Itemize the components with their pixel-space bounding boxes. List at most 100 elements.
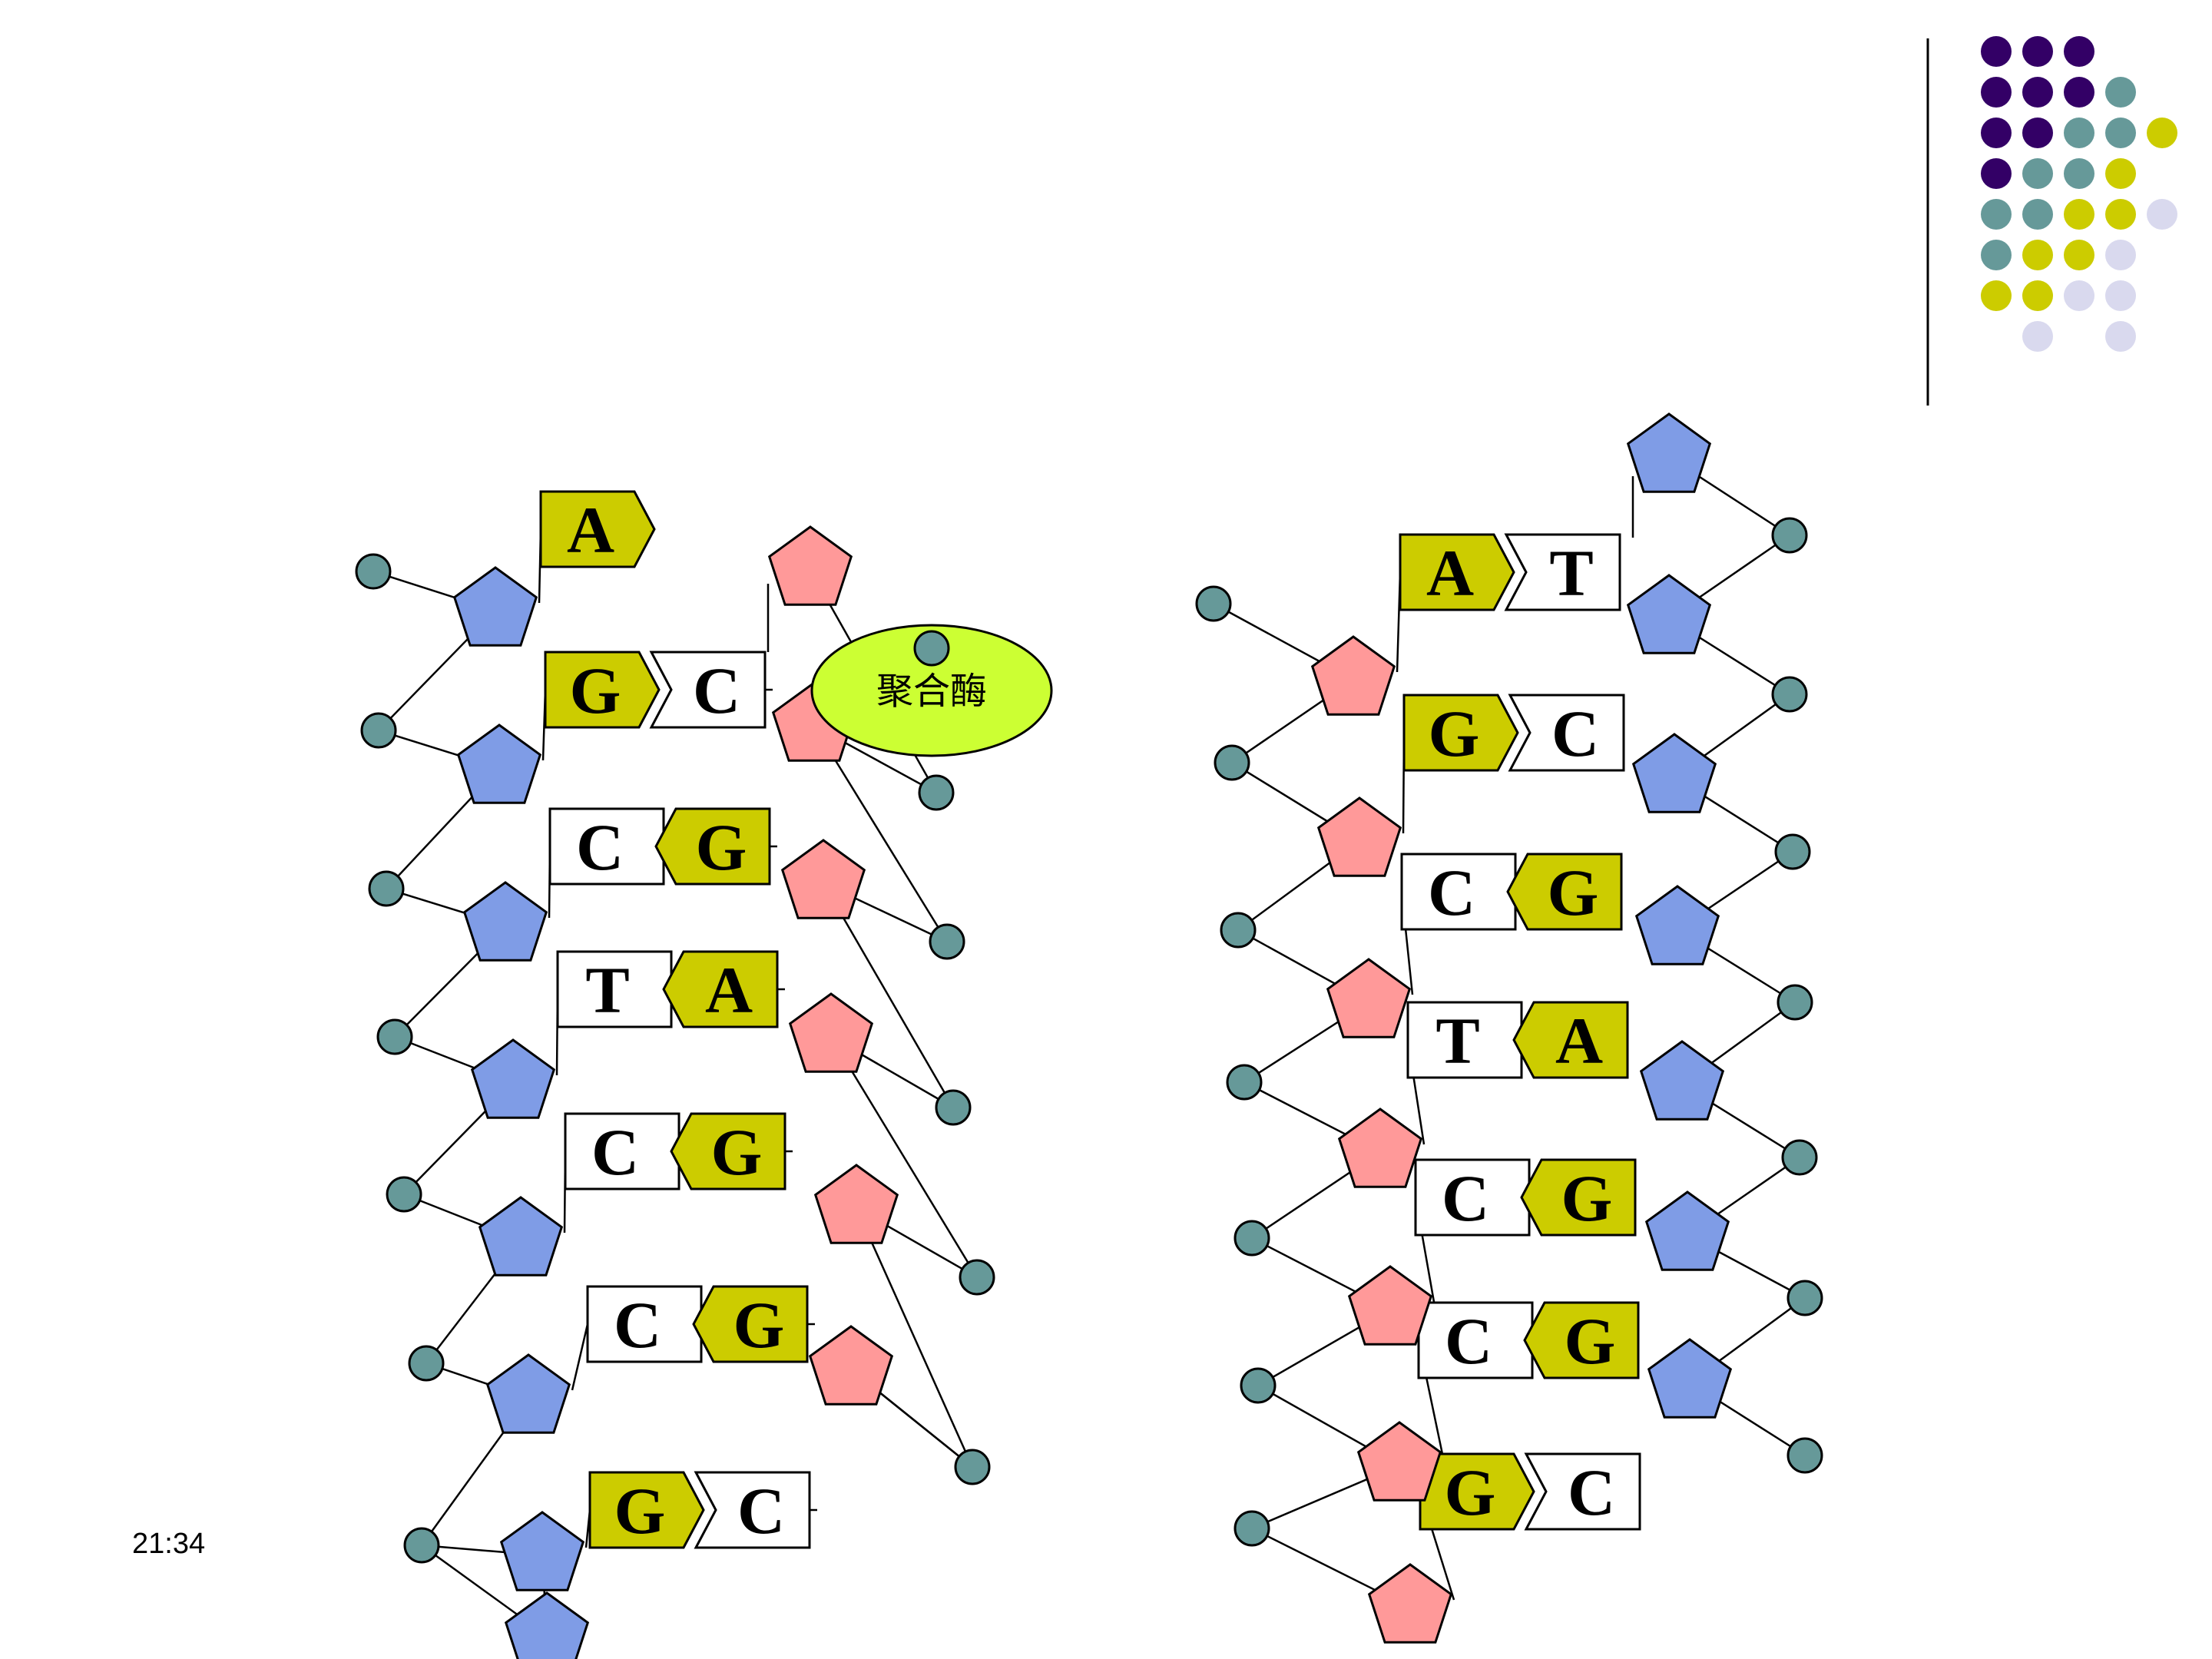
base-shape — [1524, 1452, 1641, 1531]
base-left-c: C — [1414, 1158, 1531, 1237]
base-right-c: C — [694, 1471, 811, 1549]
decorative-dot — [2022, 77, 2053, 108]
decorative-dot — [2105, 240, 2136, 270]
deoxyribose-sugar — [1347, 1265, 1433, 1346]
deoxyribose-sugar — [1356, 1421, 1442, 1502]
base-left-c: C — [1400, 853, 1517, 931]
deoxyribose-sugar — [1316, 796, 1402, 877]
phosphate-circle — [913, 630, 950, 667]
decorative-dot — [2064, 158, 2094, 189]
base-shape — [1402, 694, 1519, 772]
deoxyribose-sugar — [1634, 885, 1720, 965]
decorative-dot — [2022, 118, 2053, 148]
base-shape — [586, 1285, 703, 1363]
decorative-dot — [1981, 158, 2012, 189]
polymerase-ellipse — [810, 624, 1053, 757]
base-right-a: A — [1512, 1001, 1629, 1079]
deoxyribose-sugar — [1644, 1190, 1730, 1271]
decorative-dot — [2105, 321, 2136, 352]
phosphate-circle — [1777, 984, 1813, 1021]
base-shape — [588, 1471, 705, 1549]
phosphate-circle — [1233, 1220, 1270, 1257]
base-shape — [1512, 1001, 1629, 1079]
phosphate-circle — [1786, 1437, 1823, 1474]
decorative-dot — [1981, 118, 2012, 148]
base-right-g: G — [1523, 1301, 1640, 1379]
decorative-dot — [2105, 118, 2136, 148]
slide-timestamp: 21:34 — [132, 1528, 205, 1560]
phosphate-circle — [1240, 1367, 1277, 1404]
deoxyribose-sugar — [1626, 412, 1712, 493]
phosphate-circle — [403, 1527, 440, 1564]
deoxyribose-sugar — [504, 1591, 590, 1659]
base-shape — [649, 651, 767, 729]
base-letter: A — [567, 493, 614, 567]
phosphate-circle — [918, 774, 955, 811]
phosphate-circle — [360, 712, 397, 749]
phosphate-circle — [1195, 585, 1232, 622]
base-left-c: C — [1417, 1301, 1534, 1379]
deoxyribose-sugar — [808, 1325, 894, 1406]
base-shape — [694, 1471, 811, 1549]
phosphate-circle — [1220, 912, 1257, 949]
phosphate-circle — [376, 1018, 413, 1055]
base-right-c: C — [1508, 694, 1625, 772]
base-shape — [662, 950, 779, 1028]
base-letter: G — [1445, 1455, 1496, 1529]
base-shape — [556, 950, 673, 1028]
deoxyribose-sugar — [788, 992, 874, 1073]
base-letter: C — [614, 1288, 661, 1362]
base-letter: G — [1548, 856, 1599, 929]
base-letter: C — [1568, 1455, 1615, 1529]
base-left-c: C — [586, 1285, 703, 1363]
deoxyribose-sugar — [1639, 1040, 1725, 1121]
base-letter: G — [696, 810, 747, 884]
decorative-dot — [2022, 158, 2053, 189]
decorative-dot — [2022, 280, 2053, 311]
phosphate-circle — [1786, 1280, 1823, 1316]
base-shape — [1506, 853, 1623, 931]
phosphate-circle — [368, 870, 405, 907]
base-left-g: G — [588, 1471, 705, 1549]
base-letter: C — [737, 1474, 785, 1548]
base-letter: T — [1549, 536, 1593, 610]
base-shape — [1504, 533, 1621, 611]
deoxyribose-sugar — [813, 1164, 899, 1244]
base-left-c: C — [564, 1112, 680, 1190]
base-shape — [1520, 1158, 1637, 1237]
decorative-dot — [2064, 77, 2094, 108]
base-letter: G — [1565, 1304, 1616, 1378]
deoxyribose-sugar — [499, 1511, 585, 1591]
decorative-dot-grid — [1981, 36, 2177, 352]
base-right-g: G — [1520, 1158, 1637, 1237]
decorative-dot — [2064, 199, 2094, 230]
base-letter: C — [1428, 856, 1475, 929]
base-shape — [564, 1112, 680, 1190]
base-letter: C — [576, 810, 624, 884]
decorative-dot — [2064, 118, 2094, 148]
base-shape — [1417, 1301, 1534, 1379]
base-letter: T — [1435, 1004, 1479, 1078]
base-left-g: G — [1402, 694, 1519, 772]
deoxyribose-sugar — [780, 839, 866, 919]
deoxyribose-sugar — [1326, 958, 1412, 1038]
base-left-g: G — [544, 651, 661, 729]
decorative-dot — [2064, 36, 2094, 67]
base-letter: A — [705, 953, 753, 1027]
deoxyribose-sugar — [462, 881, 548, 962]
deoxyribose-sugar — [1626, 574, 1712, 654]
phosphate-circle — [1774, 833, 1811, 870]
phosphate-circle — [954, 1449, 991, 1485]
decorative-dot — [2147, 118, 2177, 148]
base-shape — [548, 807, 665, 886]
base-letter: C — [1442, 1161, 1489, 1235]
deoxyribose-sugar — [767, 525, 853, 606]
deoxyribose-sugar — [478, 1196, 564, 1277]
deoxyribose-sugar — [452, 566, 538, 647]
deoxyribose-sugar — [485, 1353, 571, 1434]
decorative-dot — [2105, 77, 2136, 108]
base-letter: C — [1445, 1304, 1492, 1378]
backbone-bond — [830, 1036, 979, 1278]
phosphate-circle — [929, 923, 965, 960]
